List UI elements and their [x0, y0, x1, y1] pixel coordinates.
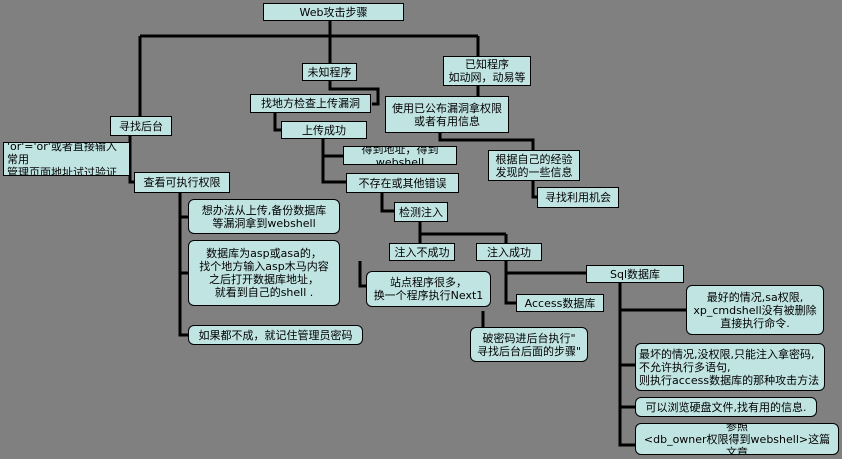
node-many-sites: 站点程序很多， 换一个程序执行Next1: [366, 271, 491, 307]
node-remember-admin-pwd: 如果都不成，就记住管理员密码: [188, 325, 363, 345]
node-upload-success: 上传成功: [281, 121, 367, 139]
node-public-vuln: 使用已公布漏洞拿权限 或者有用信息: [385, 96, 509, 133]
node-best-case: 最好的情况,sa权限, xp_cmdshell没有被删除 直接执行命令.: [686, 285, 824, 335]
connector-upload-success: [273, 113, 281, 132]
node-access-db: Access数据库: [516, 294, 604, 312]
node-known-program: 已知程序 如动网，动易等: [443, 56, 531, 86]
connector-experience-chance: [531, 181, 537, 199]
node-worst-case: 最坏的情况,没权限,只能注入拿密码, 不允许执行多语句, 则执行access数据…: [635, 343, 825, 391]
connector-success-db: [504, 261, 586, 275]
connector-admin-children: [128, 136, 135, 184]
node-backup-db: 想办法从上传,备份数据库 等漏洞拿到webshell: [188, 199, 340, 234]
node-find-upload-vuln: 找地方检查上传漏洞: [250, 94, 371, 113]
node-sql-db: Sql数据库: [586, 265, 684, 283]
connector-sql-options: [618, 283, 635, 447]
node-detect-injection: 检测注入: [394, 202, 448, 222]
node-inject-fail: 注入不成功: [389, 243, 455, 261]
node-got-webshell: 得到地址，得到webshell: [343, 146, 457, 165]
connector-exec-children: [178, 193, 188, 337]
node-check-exec-perm: 查看可执行权限: [134, 172, 230, 193]
node-or-bypass: 'or'='or'或者直接输入常用 管理页面地址试过验证: [3, 142, 130, 176]
connector-fail-sites: [358, 261, 366, 288]
node-asp-db-trojan: 数据库为asp或asa的， 找个地方输入asp木马内容 之后打开数据库地址， 就…: [188, 240, 340, 306]
node-find-admin: 寻找后台: [110, 116, 172, 136]
node-not-exist-error: 不存在或其他错误: [346, 173, 459, 193]
node-inject-success: 注入成功: [476, 243, 542, 261]
node-crack-pwd: 破密码进后台执行" 寻找后台后面的步骤": [470, 327, 588, 362]
node-browse-disk: 可以浏览硬盘文件,找有用的信息.: [635, 397, 817, 417]
connector-public-experience: [438, 133, 535, 150]
node-find-chance: 寻找利用机会: [537, 187, 619, 208]
node-unknown-program: 未知程序: [302, 63, 357, 81]
connector-notexist-detect: [380, 193, 394, 213]
node-experience: 根据自己的经验 发现的一些信息: [488, 150, 580, 181]
connector-unknown-upload: [328, 81, 380, 106]
connector-success-access: [504, 273, 516, 305]
connector-success-children: [321, 139, 346, 184]
node-reference: 参照 <db_owner权限得到webshell>这篇文章: [635, 423, 839, 455]
diagram-title: Web攻击步骤: [263, 3, 404, 21]
connector-detect-split: [418, 222, 440, 236]
